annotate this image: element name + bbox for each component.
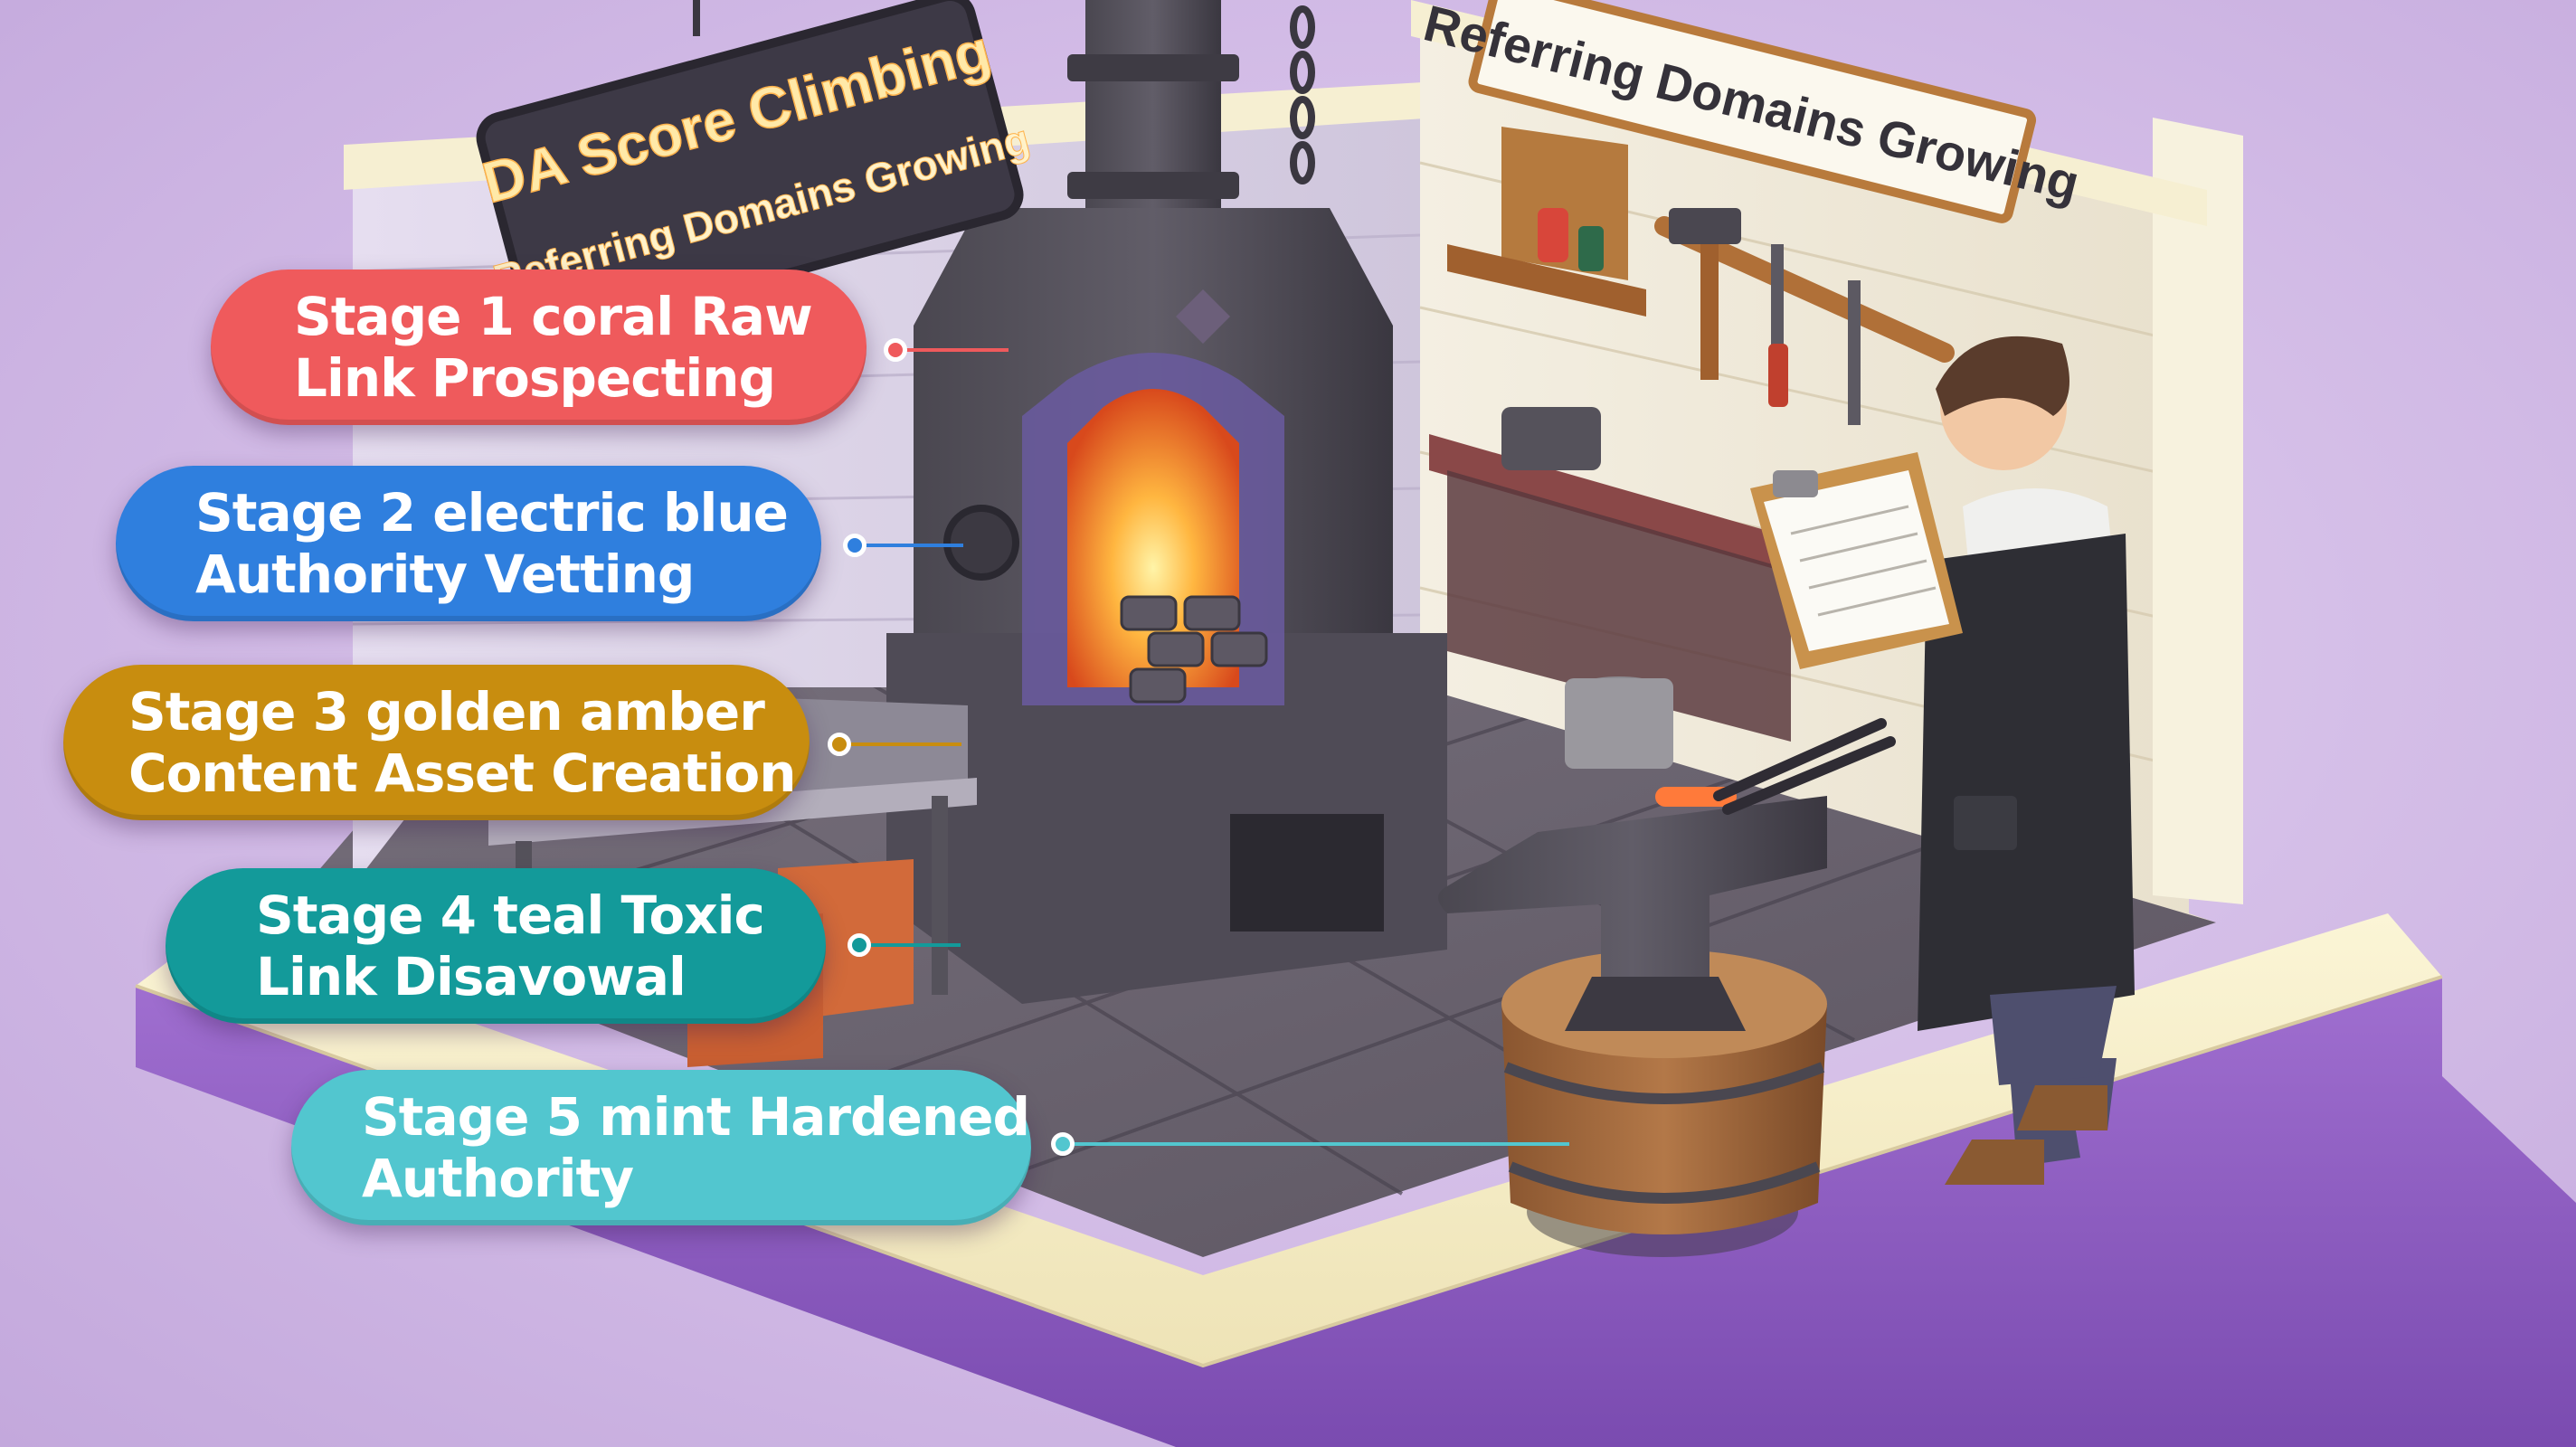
stage-5-pill: Stage 5 mint Hardened Authority bbox=[291, 1070, 1031, 1225]
stage-3-pill: Stage 3 golden amber Content Asset Creat… bbox=[63, 665, 810, 820]
stage-1-line-2: Link Prospecting bbox=[294, 347, 776, 409]
stage-2-line-1: Stage 2 electric blue bbox=[195, 482, 789, 544]
stage-5-connector bbox=[1063, 1142, 1569, 1146]
stage-1-pill: Stage 1 coral Raw Link Prospecting bbox=[211, 270, 867, 425]
stage-2-pill: Stage 2 electric blue Authority Vetting bbox=[116, 466, 821, 621]
stage-5-line-2: Authority bbox=[362, 1148, 634, 1209]
tool-rack bbox=[1447, 127, 1955, 425]
chimney bbox=[1067, 0, 1239, 208]
stage-3-line-1: Stage 3 golden amber bbox=[128, 681, 765, 742]
stage-5-line-1: Stage 5 mint Hardened bbox=[362, 1086, 1030, 1148]
anvil-stump bbox=[1438, 718, 1896, 1257]
stage-4-line-2: Link Disavowal bbox=[256, 946, 687, 1007]
stage-1-line-1: Stage 1 coral Raw bbox=[294, 286, 813, 347]
stage-1-dot bbox=[884, 338, 907, 362]
blacksmith-figure bbox=[1750, 336, 2135, 1185]
stage-3-connector bbox=[839, 742, 961, 746]
stage-4-pill: Stage 4 teal Toxic Link Disavowal bbox=[166, 868, 826, 1024]
stage-2-connector bbox=[855, 544, 963, 547]
stage-4-line-1: Stage 4 teal Toxic bbox=[256, 884, 765, 946]
stage-5-dot bbox=[1051, 1132, 1075, 1156]
stage-4-connector bbox=[859, 943, 961, 947]
stage-1-connector bbox=[895, 348, 1009, 352]
back-workbench bbox=[1429, 407, 1809, 769]
forge bbox=[886, 208, 1447, 1004]
stage-3-dot bbox=[828, 733, 851, 756]
stage-3-line-2: Content Asset Creation bbox=[128, 742, 797, 804]
hanging-chain bbox=[1290, 5, 1315, 184]
stage-4-dot bbox=[848, 933, 871, 957]
stage-2-line-2: Authority Vetting bbox=[195, 544, 695, 605]
stage-2-dot bbox=[843, 534, 867, 557]
